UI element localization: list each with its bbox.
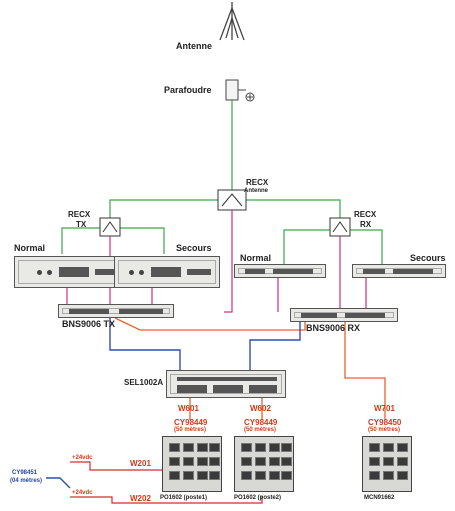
bns9006-tx-unit <box>58 304 174 318</box>
surge-arrester-icon <box>225 79 255 102</box>
rx-secours-rack <box>352 264 446 278</box>
cy2-label-2: (50 mètres) <box>244 427 277 433</box>
recx-antenna-label-1: RECX <box>246 178 269 187</box>
recx-tx-label-2: TX <box>76 220 87 229</box>
cy1-label-1: CY98449 <box>174 418 208 427</box>
bns9006-rx-unit <box>290 308 398 322</box>
antenna-icon <box>219 2 245 41</box>
cy-left-label-2: (04 mètres) <box>10 478 43 484</box>
cy3-label-1: CY98450 <box>368 418 402 427</box>
rx-normal-label: Normal <box>240 253 272 263</box>
rf-lines <box>61 100 383 264</box>
cy2-label-1: CY98449 <box>244 418 278 427</box>
recx-switch-icons <box>99 189 351 237</box>
bns9006-rx-label: BNS9006 RX <box>306 323 361 333</box>
rx-secours-label: Secours <box>410 253 446 263</box>
sel1002a-unit <box>166 370 286 398</box>
recx-rx-label-1: RECX <box>354 210 377 219</box>
selector-label: SEL1002A <box>124 378 164 387</box>
po1602-poste2-panel <box>234 436 294 492</box>
data-lines <box>46 318 301 489</box>
control-lines <box>66 210 367 313</box>
cy-left-label-1: CY98451 <box>12 470 38 476</box>
po1602-poste2-label: PO1602 (poste2) <box>234 495 282 501</box>
bns9006-tx-label: BNS9006 TX <box>62 319 116 329</box>
v24-label-a: +24vdc <box>72 455 93 461</box>
tx-secours-rack <box>114 256 220 288</box>
recx-rx-label-2: RX <box>360 220 372 229</box>
power-lines <box>70 461 263 504</box>
po1602-poste1-panel <box>162 436 222 492</box>
po1602-poste1-label: PO1602 (poste1) <box>160 495 208 501</box>
w202-label: W202 <box>130 494 151 503</box>
mcn91662-label: MCN91662 <box>364 495 395 501</box>
cy1-label-2: (50 mètres) <box>174 427 207 433</box>
recx-antenna-label-2: Antenne <box>244 188 268 194</box>
rx-normal-rack <box>234 264 326 278</box>
w601-label: W601 <box>178 404 199 413</box>
v24-label-b: +24vdc <box>72 490 93 496</box>
cy3-label-2: (50 mètres) <box>368 427 401 433</box>
antenna-label: Antenne <box>176 41 212 51</box>
tx-secours-label: Secours <box>176 243 212 253</box>
recx-tx-label-1: RECX <box>68 210 91 219</box>
audio-lines <box>114 317 386 420</box>
surge-arrester-label: Parafoudre <box>164 85 212 95</box>
w201-label: W201 <box>130 459 151 468</box>
w701-label: W701 <box>374 404 395 413</box>
mcn91662-panel <box>362 436 412 492</box>
tx-normal-rack <box>14 256 128 288</box>
tx-normal-label: Normal <box>14 243 46 253</box>
w602-label: W602 <box>250 404 271 413</box>
